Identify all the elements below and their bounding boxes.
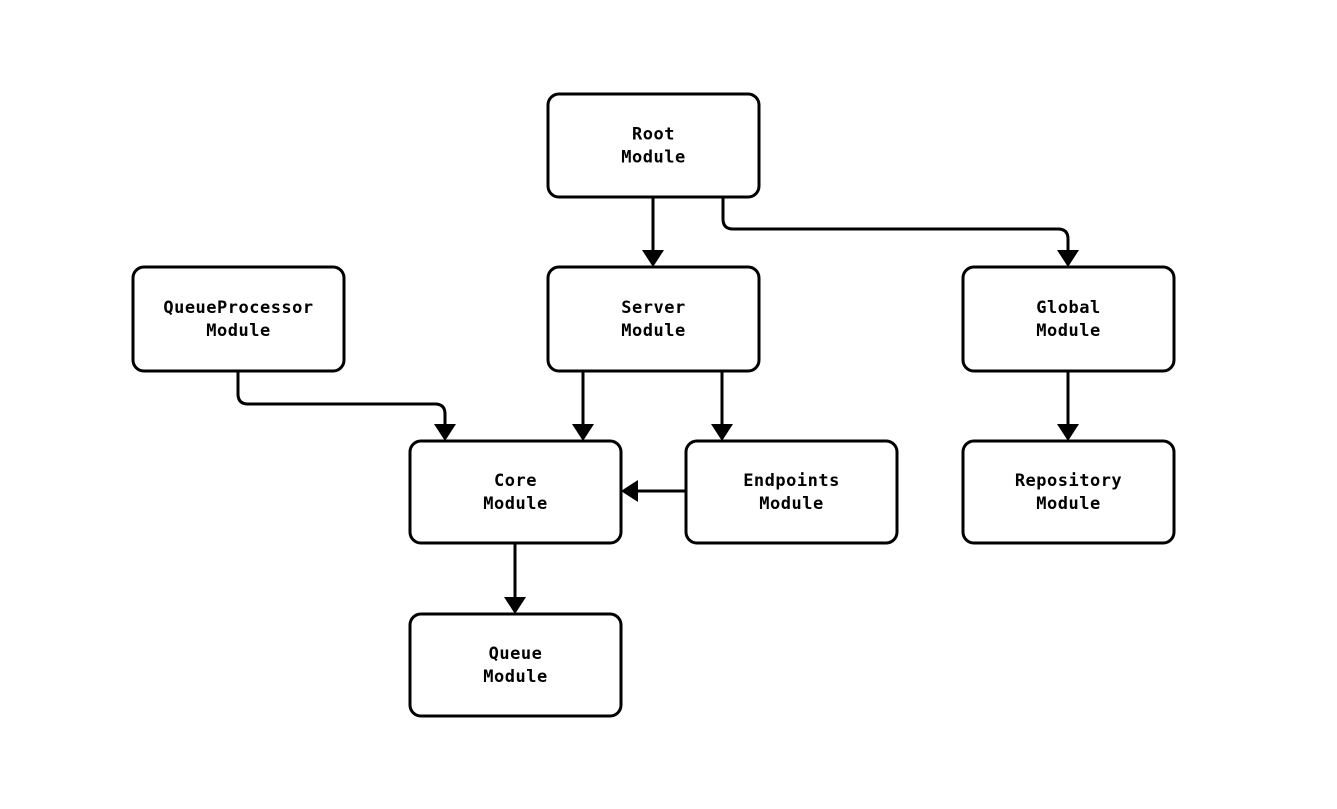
edges-layer (236, 197, 1079, 614)
node-label-line1-repository: Repository (1015, 471, 1122, 491)
edge-root-to-global (721, 197, 1079, 267)
edge-global-to-repository (1057, 371, 1079, 441)
node-label-line1-queue: Queue (489, 644, 543, 664)
node-label-line2-core: Module (483, 494, 547, 514)
edge-core-to-queue (504, 543, 526, 614)
node-box-queueprocessor[interactable] (131, 265, 346, 373)
edge-queueprocessor-to-core (236, 371, 456, 441)
node-label-line1-global: Global (1036, 298, 1100, 318)
node-label-line2-repository: Module (1036, 494, 1100, 514)
node-label-line2-global: Module (1036, 321, 1100, 341)
arrow-head-icon (642, 250, 664, 267)
node-label-line1-root: Root (632, 125, 675, 145)
node-label-line2-queue: Module (483, 667, 547, 687)
arrow-head-icon (1057, 424, 1079, 441)
node-box-repository[interactable] (961, 439, 1176, 545)
edge-server-to-core (572, 371, 594, 441)
arrow-head-icon (711, 424, 733, 441)
arrow-head-icon (434, 424, 456, 441)
node-label-line2-root: Module (621, 148, 685, 168)
node-label-line1-core: Core (494, 471, 537, 491)
node-box-global[interactable] (961, 265, 1176, 373)
node-box-root[interactable] (546, 92, 761, 199)
arrow-head-icon (1057, 250, 1079, 267)
edge-line (721, 197, 1070, 253)
edge-line (236, 371, 447, 427)
edge-endpoints-to-core (621, 480, 686, 502)
edge-root-to-server (642, 197, 664, 267)
node-box-endpoints[interactable] (684, 439, 899, 545)
edge-server-to-endpoints (711, 371, 733, 441)
node-box-core[interactable] (408, 439, 623, 545)
node-label-line2-endpoints: Module (759, 494, 823, 514)
node-box-server[interactable] (546, 265, 761, 373)
arrow-head-icon (621, 480, 638, 502)
node-label-line2-queueprocessor: Module (206, 321, 270, 341)
node-label-line2-server: Module (621, 321, 685, 341)
node-label-line1-server: Server (621, 298, 685, 318)
arrow-head-icon (504, 597, 526, 614)
node-label-line1-queueprocessor: QueueProcessor (163, 298, 313, 318)
nodes-layer: RootModuleQueueProcessorModuleServerModu… (131, 92, 1176, 718)
arrow-head-icon (572, 424, 594, 441)
node-label-line1-endpoints: Endpoints (743, 471, 840, 491)
node-box-queue[interactable] (408, 612, 623, 718)
